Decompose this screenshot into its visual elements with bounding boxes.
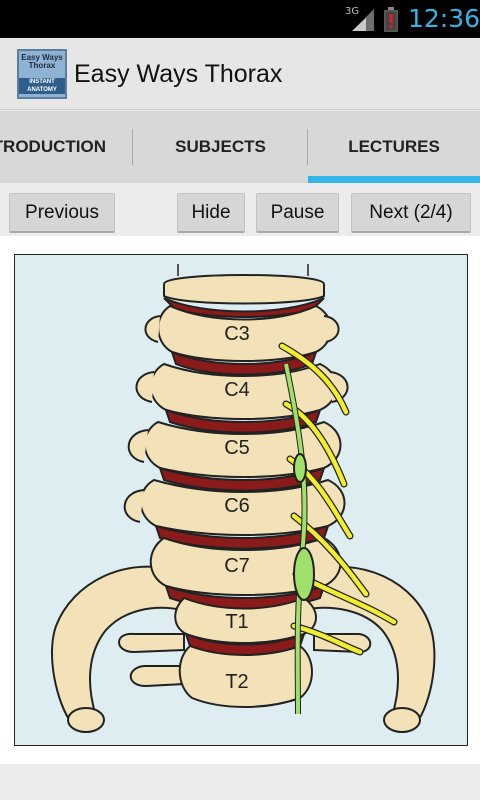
tab-divider	[132, 129, 133, 165]
previous-button[interactable]: Previous	[9, 193, 115, 233]
tab-divider	[307, 129, 308, 165]
tab-selected-indicator	[308, 176, 480, 183]
tab-introduction[interactable]: INTRODUCTION	[0, 111, 133, 183]
vertebra-label-c6: C6	[224, 495, 250, 517]
cervical-spine-illustration: C3 C4 C5 C6 C7 T1 T2	[14, 254, 468, 746]
tab-label: INTRODUCTION	[0, 137, 106, 156]
status-bar: 3G 12:36	[0, 0, 480, 38]
hide-button[interactable]: Hide	[177, 193, 245, 233]
tab-label: LECTURES	[348, 137, 440, 156]
lecture-content: C3 C4 C5 C6 C7 T1 T2	[0, 236, 480, 764]
app-logo-icon[interactable]: Easy Ways Thorax INSTANT ANATOMY	[17, 49, 67, 99]
vertebra-label-c4: C4	[224, 379, 250, 401]
vertebra-label-c7: C7	[224, 555, 250, 577]
app-logo-subtitle: INSTANT ANATOMY	[19, 78, 65, 94]
vertebra-label-c3: C3	[224, 323, 250, 345]
app-logo-title: Easy Ways Thorax	[21, 53, 63, 70]
vertebra-label-c5: C5	[224, 437, 250, 459]
tab-label: SUBJECTS	[175, 137, 266, 156]
vertebra-label-t2: T2	[225, 671, 248, 693]
next-button[interactable]: Next (2/4)	[351, 193, 471, 233]
vertebra-label-t1: T1	[225, 611, 248, 633]
battery-low-icon	[384, 7, 398, 32]
clock: 12:36	[408, 4, 480, 33]
tab-bar: INTRODUCTION SUBJECTS LECTURES	[0, 111, 480, 183]
network-type: 3G	[345, 6, 360, 17]
signal-icon	[352, 9, 374, 31]
app-title: Easy Ways Thorax	[74, 60, 283, 88]
tab-lectures[interactable]: LECTURES	[308, 111, 480, 183]
pause-button[interactable]: Pause	[256, 193, 339, 233]
action-bar: Easy Ways Thorax INSTANT ANATOMY Easy Wa…	[0, 38, 480, 110]
tab-subjects[interactable]: SUBJECTS	[133, 111, 308, 183]
sympathetic-trunk	[283, 363, 315, 715]
